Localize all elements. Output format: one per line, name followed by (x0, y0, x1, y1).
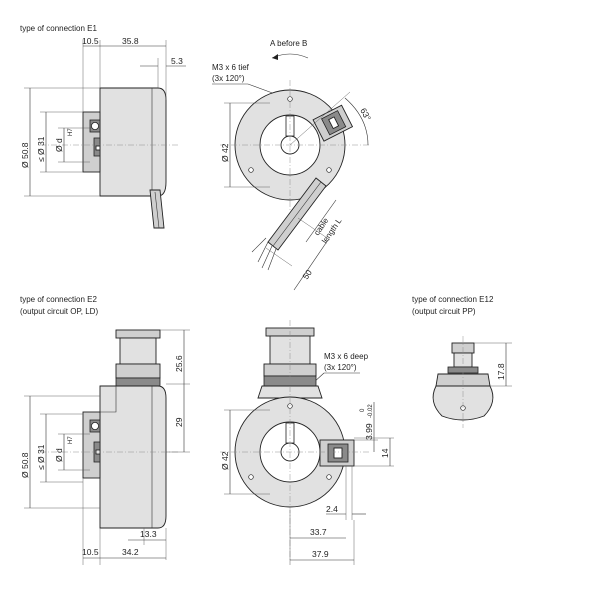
title-e1: type of connection E1 (20, 24, 97, 33)
e1-dim-5-3: 5.3 (171, 56, 183, 66)
e12-view: 17.8 (432, 336, 512, 428)
e2-dim-d50-8: Ø 50.8 (20, 452, 30, 478)
e2-dim-2-4: 2.4 (326, 504, 338, 514)
e2-dim-34-2: 34.2 (122, 547, 139, 557)
e2-side-view: 25.6 29 Ø 50.8 ≤ Ø 31 Ø d H7 13.3 10.5 3… (20, 329, 190, 565)
e1-dim-d50-8: Ø 50.8 (20, 142, 30, 168)
e2-dim-13-3: 13.3 (140, 529, 157, 539)
e1-side-view: 10.5 35.8 5.3 Ø 50.8 ≤ Ø 31 Ø d H7 (20, 36, 186, 229)
e2-dim-d42: Ø 42 (220, 451, 230, 470)
e1-dim-d31: ≤ Ø 31 (36, 136, 46, 162)
e1-dim-10-5: 10.5 (82, 36, 99, 46)
e2-dim-tol-002: -0.02 (368, 404, 374, 418)
e12-dim-17-8: 17.8 (496, 363, 506, 380)
e1-dim-50: 50 (300, 267, 314, 281)
e1-dim-h7: H7 (68, 128, 74, 136)
label-m3-deep-sub: (3x 120°) (324, 363, 357, 372)
e1-dim-63-deg: 63° (358, 106, 373, 122)
e1-dim-dd: Ø d (54, 138, 64, 152)
label-m3-deep: M3 x 6 deep (324, 352, 369, 361)
e2-dim-dd: Ø d (54, 448, 64, 462)
subtitle-e12: (output circuit PP) (412, 307, 476, 316)
title-e12: type of connection E12 (412, 295, 494, 304)
e2-dim-29: 29 (174, 417, 184, 427)
e2-dim-37-9: 37.9 (312, 549, 329, 559)
e2-dim-d31: ≤ Ø 31 (36, 444, 46, 470)
subtitle-e2: (output circuit OP, LD) (20, 307, 98, 316)
label-m3-tief: M3 x 6 tief (212, 63, 250, 72)
e2-front-view: M3 x 6 deep (3x 120°) Ø 42 3.99 0 (220, 320, 394, 565)
e2-dim-3-99: 3.99 (364, 423, 374, 440)
title-e2: type of connection E2 (20, 295, 97, 304)
e2-dim-14: 14 (380, 448, 390, 458)
label-m3-tief-sub: (3x 120°) (212, 74, 245, 83)
e2-dim-tol-0: 0 (360, 408, 366, 412)
e2-dim-h7: H7 (68, 436, 74, 444)
e2-dim-25-6: 25.6 (174, 355, 184, 372)
e1-front-view: A before B M3 x 6 tief (3x 120°) (212, 39, 373, 291)
e2-dim-33-7: 33.7 (310, 527, 327, 537)
e1-dim-35-8: 35.8 (122, 36, 139, 46)
e1-dim-d42: Ø 42 (220, 143, 230, 162)
label-a-before-b: A before B (270, 39, 307, 48)
rotation-arrow-icon (272, 54, 278, 60)
e2-dim-10-5: 10.5 (82, 547, 99, 557)
